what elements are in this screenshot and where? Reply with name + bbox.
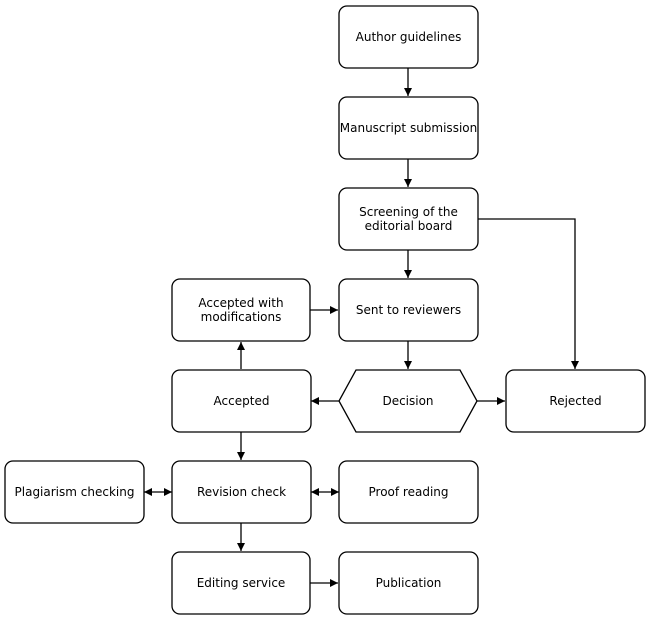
node-sent-to-reviewers: Sent to reviewers [338, 278, 479, 342]
node-label-line2: modifications [201, 310, 282, 324]
node-label: Accepted [214, 394, 270, 408]
node-label: Decision [382, 394, 433, 408]
node-rejected: Rejected [505, 369, 646, 433]
node-label: Sent to reviewers [356, 303, 461, 317]
node-label: Revision check [197, 485, 286, 499]
node-decision: Decision [338, 369, 478, 433]
node-publication: Publication [338, 551, 479, 615]
node-accepted-with-modifications: Accepted with modifications [171, 278, 311, 342]
node-label: Manuscript submission [340, 121, 477, 135]
edges [144, 68, 579, 587]
node-label-line1: Accepted with [198, 296, 283, 310]
node-proof-reading: Proof reading [338, 460, 479, 524]
node-screening-editorial-board: Screening of the editorial board [338, 187, 479, 251]
node-author-guidelines: Author guidelines [338, 5, 479, 69]
edge-screening-to-rejected [478, 218, 579, 369]
node-plagiarism-checking: Plagiarism checking [4, 460, 145, 524]
node-label: Author guidelines [356, 30, 462, 44]
node-label-line2: editorial board [365, 219, 453, 233]
node-label: Editing service [197, 576, 286, 590]
node-revision-check: Revision check [171, 460, 312, 524]
node-manuscript-submission: Manuscript submission [338, 96, 479, 160]
node-accepted: Accepted [171, 369, 312, 433]
node-label: Plagiarism checking [15, 485, 135, 499]
node-label-line1: Screening of the [359, 205, 458, 219]
node-label: Proof reading [369, 485, 449, 499]
node-label: Rejected [549, 394, 601, 408]
node-editing-service: Editing service [171, 551, 311, 615]
node-label: Publication [376, 576, 442, 590]
